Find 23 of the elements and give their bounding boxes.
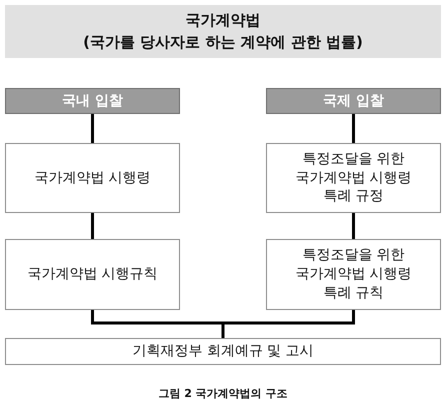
category-header — [5, 88, 180, 114]
box-label: 국가계약법 시행규칙 — [27, 265, 158, 284]
connector-line — [352, 213, 355, 239]
header-label: 국내 입찰 — [62, 92, 123, 110]
figure-caption: 그림 2 국가계약법의 구조 — [158, 386, 288, 401]
connector-line — [91, 213, 94, 239]
connector-line — [352, 114, 355, 143]
process-box — [5, 239, 180, 310]
header-label: 국제 입찰 — [323, 92, 384, 110]
box-label: 특정조달을 위한 국가계약법 시행령 특례 규정 — [294, 150, 413, 206]
banner-subheading: (국가를 당사자로 하는 계약에 관한 법률) — [83, 32, 363, 52]
connector-line — [91, 114, 94, 143]
title-banner — [5, 5, 441, 58]
box-label: 기획재정부 회계예규 및 고시 — [132, 342, 314, 361]
connector-line — [222, 310, 355, 338]
process-box — [266, 143, 441, 213]
box-label: 특정조달을 위한 국가계약법 시행령 특례 규칙 — [294, 246, 413, 303]
category-header — [266, 88, 441, 114]
process-box — [5, 338, 441, 365]
banner-heading: 국가계약법 — [186, 10, 260, 31]
process-box — [266, 239, 441, 310]
box-label: 국가계약법 시행령 — [34, 168, 151, 188]
process-box — [5, 143, 180, 213]
